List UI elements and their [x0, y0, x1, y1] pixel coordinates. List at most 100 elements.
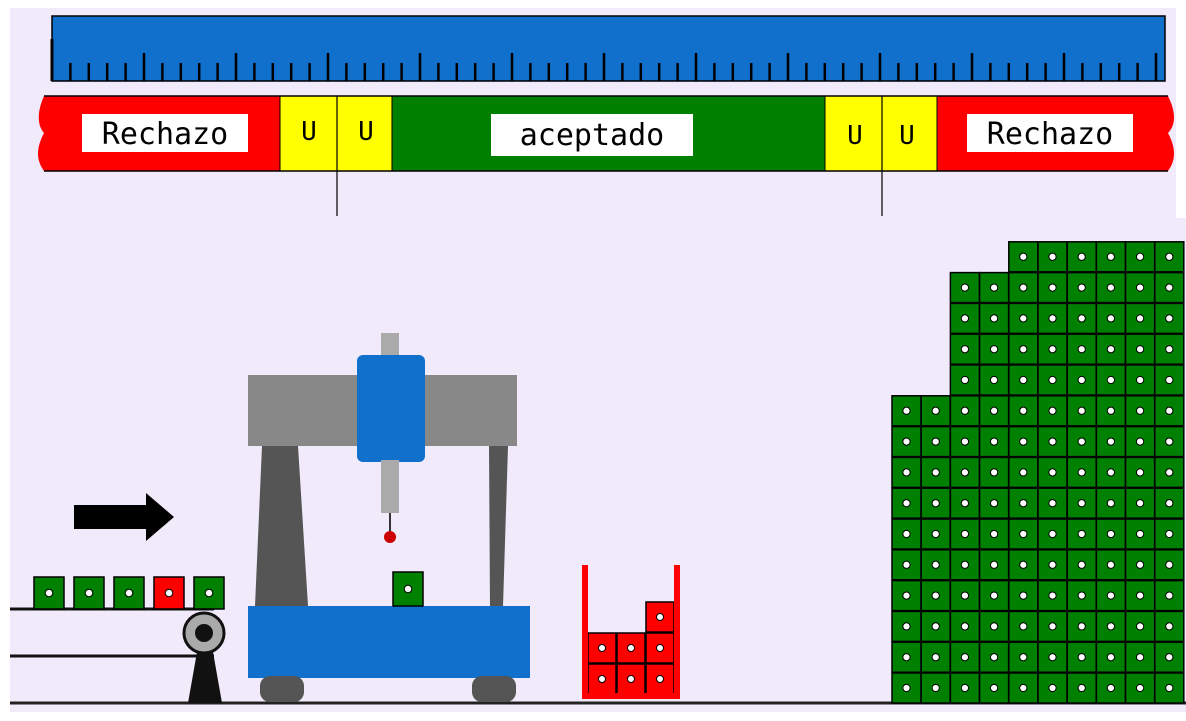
part-hole	[1077, 314, 1086, 323]
conveyor-stand	[188, 652, 222, 703]
accepted-part	[949, 549, 981, 581]
probe-shaft	[381, 460, 399, 513]
accepted-part	[1095, 672, 1127, 704]
reject-label-right-box	[967, 114, 1133, 152]
part-hole	[1165, 375, 1174, 385]
part-hole	[403, 584, 413, 594]
part-hole	[902, 468, 911, 477]
part-hole	[1077, 591, 1086, 600]
probe-column-top	[381, 333, 399, 358]
part-hole	[1135, 283, 1145, 292]
uncertainty-zone-left	[280, 96, 392, 171]
part-hole	[656, 613, 664, 621]
accepted-part	[1124, 579, 1156, 612]
accepted-part	[1066, 425, 1097, 458]
accepted-part	[949, 641, 981, 673]
accepted-part	[1095, 302, 1127, 335]
part-hole	[1165, 591, 1174, 600]
accepted-part	[920, 456, 951, 489]
part-hole	[204, 588, 214, 598]
part-hole	[1165, 314, 1174, 323]
part-hole	[1165, 283, 1174, 292]
rejected-part	[645, 632, 675, 664]
part-hole	[1165, 560, 1174, 569]
accepted-parts-stack	[891, 241, 1185, 704]
accepted-part	[949, 610, 981, 643]
accepted-part	[1095, 241, 1127, 273]
part-hole	[931, 622, 940, 631]
conveyor-part	[33, 576, 65, 610]
accepted-part	[1008, 302, 1039, 335]
accepted-part	[1154, 641, 1185, 673]
part-hole	[1106, 345, 1116, 354]
accepted-part	[1095, 333, 1127, 365]
part-hole	[1135, 499, 1145, 508]
accepted-part	[1124, 241, 1156, 273]
part-hole	[989, 683, 999, 693]
part-hole	[1048, 375, 1057, 385]
part-hole	[931, 683, 940, 693]
accepted-part	[1154, 302, 1185, 335]
part-body	[1066, 456, 1097, 489]
accepted-part	[949, 425, 981, 458]
part-hole	[1048, 499, 1057, 508]
accepted-part	[1008, 579, 1039, 612]
accepted-part	[1154, 487, 1185, 519]
conveyor-part	[113, 576, 145, 610]
part-hole	[902, 622, 911, 631]
accepted-part	[1124, 672, 1156, 704]
accepted-part	[1008, 487, 1039, 519]
part-hole	[989, 283, 999, 292]
accepted-part	[1008, 395, 1039, 427]
accepted-part	[978, 364, 1010, 396]
part-hole	[960, 591, 970, 600]
accepted-part	[1124, 610, 1156, 643]
part-body	[891, 641, 922, 673]
part-body	[1008, 425, 1039, 458]
accepted-part	[1008, 241, 1039, 273]
accepted-part	[1124, 271, 1156, 304]
measuring-machine	[248, 333, 530, 702]
rejected-part	[645, 601, 675, 633]
accepted-part	[949, 579, 981, 612]
part-hole	[1106, 437, 1116, 446]
uncertainty-label: U	[301, 117, 317, 147]
part-hole	[1077, 683, 1086, 693]
part-hole	[960, 560, 970, 569]
conveyor-parts	[33, 576, 225, 610]
part-hole	[1135, 406, 1145, 415]
accepted-part	[891, 518, 922, 550]
part-hole	[1048, 529, 1057, 539]
part-hole	[1077, 437, 1086, 446]
part-hole	[44, 588, 54, 598]
accepted-part	[1154, 579, 1185, 612]
part-body	[616, 632, 646, 664]
accepted-part	[1066, 302, 1097, 335]
accepted-part	[1066, 579, 1097, 612]
accepted-part	[1008, 518, 1039, 550]
accepted-part	[978, 271, 1010, 304]
part-hole	[1106, 375, 1116, 385]
part-hole	[1165, 653, 1174, 662]
reject-label-right: Rechazo	[987, 117, 1113, 152]
accepted-part	[1124, 641, 1156, 673]
part-body	[949, 333, 981, 365]
part-hole	[1077, 252, 1086, 261]
part-body	[1124, 487, 1156, 519]
probe-head	[357, 355, 425, 462]
part-hole	[1165, 345, 1174, 354]
reject-label-left: Rechazo	[102, 117, 228, 152]
probe-tip	[384, 531, 396, 543]
part-hole	[1106, 653, 1116, 662]
accepted-part	[1037, 610, 1068, 643]
uncertainty-label: U	[899, 121, 915, 151]
accepted-part	[978, 425, 1010, 458]
accepted-part	[949, 271, 981, 304]
part-body	[1154, 518, 1185, 550]
machine-left-leg	[255, 446, 308, 606]
part-hole	[960, 314, 970, 323]
part-body	[1154, 241, 1185, 273]
ruler-ticks	[50, 39, 1158, 81]
accepted-part	[1124, 487, 1156, 519]
part-hole	[1165, 499, 1174, 508]
